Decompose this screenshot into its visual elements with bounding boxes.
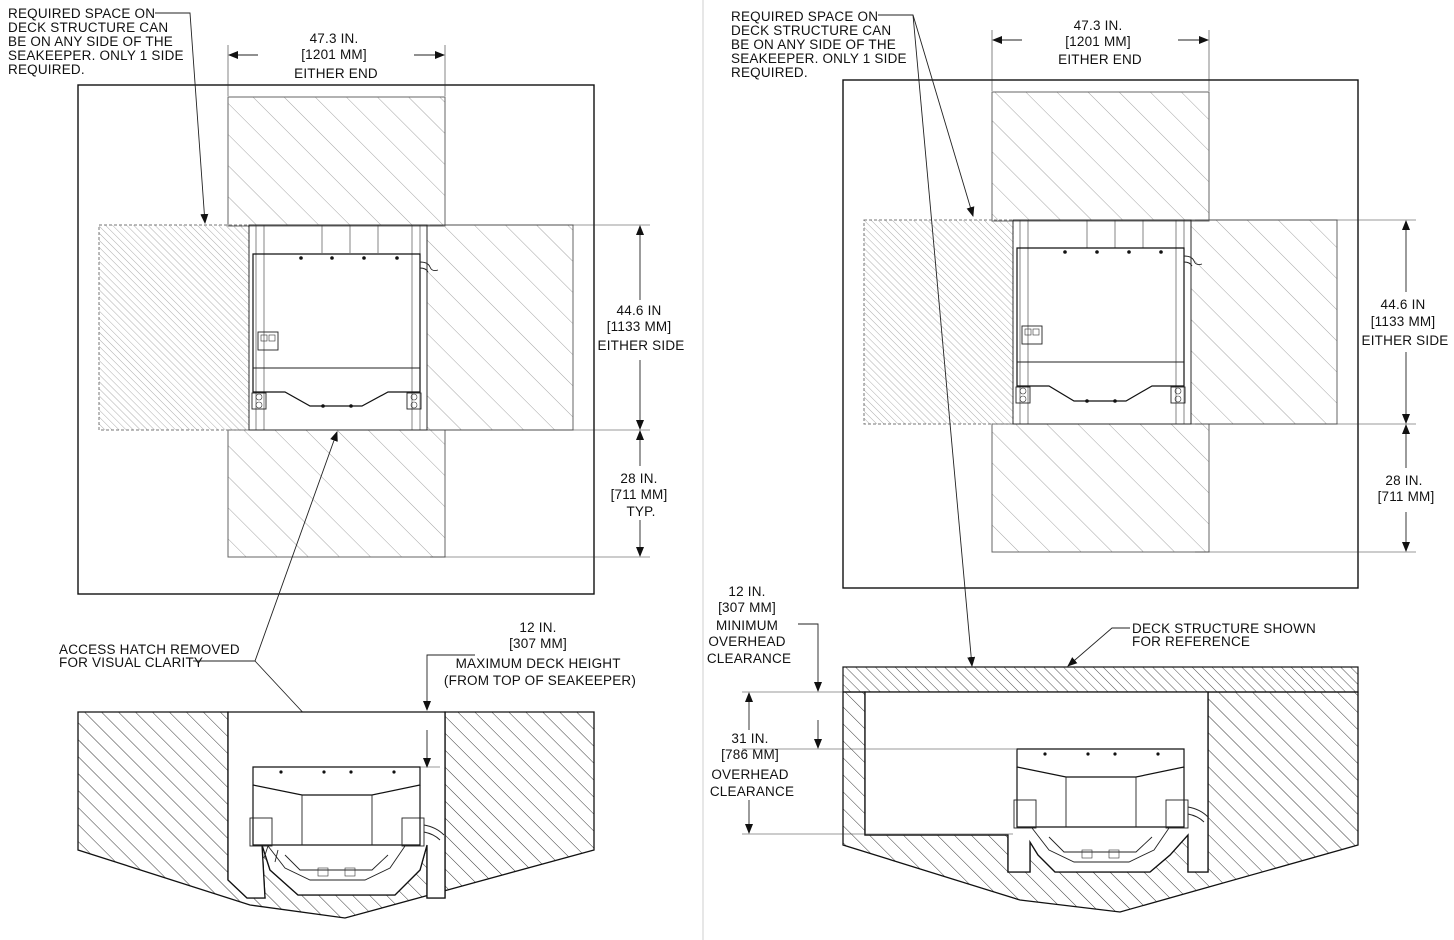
right-end-dimension-label: 47.3 IN. [1201 MM] EITHER END: [1058, 18, 1142, 67]
deck-structure-note: DECK STRUCTURE SHOWN FOR REFERENCE: [1132, 621, 1320, 649]
left-plan-view: [77, 12, 650, 734]
right-plan-view: [842, 14, 1416, 667]
left-typ-dimension-label: 28 IN. [711 MM] TYP.: [611, 471, 672, 519]
min-overhead-clearance-note: 12 IN. [307 MM] MINIMUM OVERHEAD CLEARAN…: [707, 584, 791, 666]
right-side-dimension-label: 44.6 IN [1133 MM] EITHER SIDE: [1362, 297, 1449, 348]
access-hatch-note: ACCESS HATCH REMOVED FOR VISUAL CLARITY: [59, 642, 244, 670]
overhead-clearance-note: 31 IN. [786 MM] OVERHEAD CLEARANCE: [710, 731, 794, 799]
right-section-view: [742, 623, 1359, 913]
right-required-space-note: REQUIRED SPACE ON DECK STRUCTURE CAN BE …: [731, 9, 911, 80]
left-end-dimension-label: 47.3 IN. [1201 MM] EITHER END: [294, 31, 378, 81]
max-deck-height-note: 12 IN. [307 MM] MAXIMUM DECK HEIGHT (FRO…: [444, 620, 636, 688]
left-required-space-note: REQUIRED SPACE ON DECK STRUCTURE CAN BE …: [8, 6, 188, 77]
left-section-view: [77, 654, 595, 919]
right-typ-dimension-label: 28 IN. [711 MM]: [1378, 473, 1435, 504]
left-side-dimension-label: 44.6 IN [1133 MM] EITHER SIDE: [598, 303, 685, 353]
